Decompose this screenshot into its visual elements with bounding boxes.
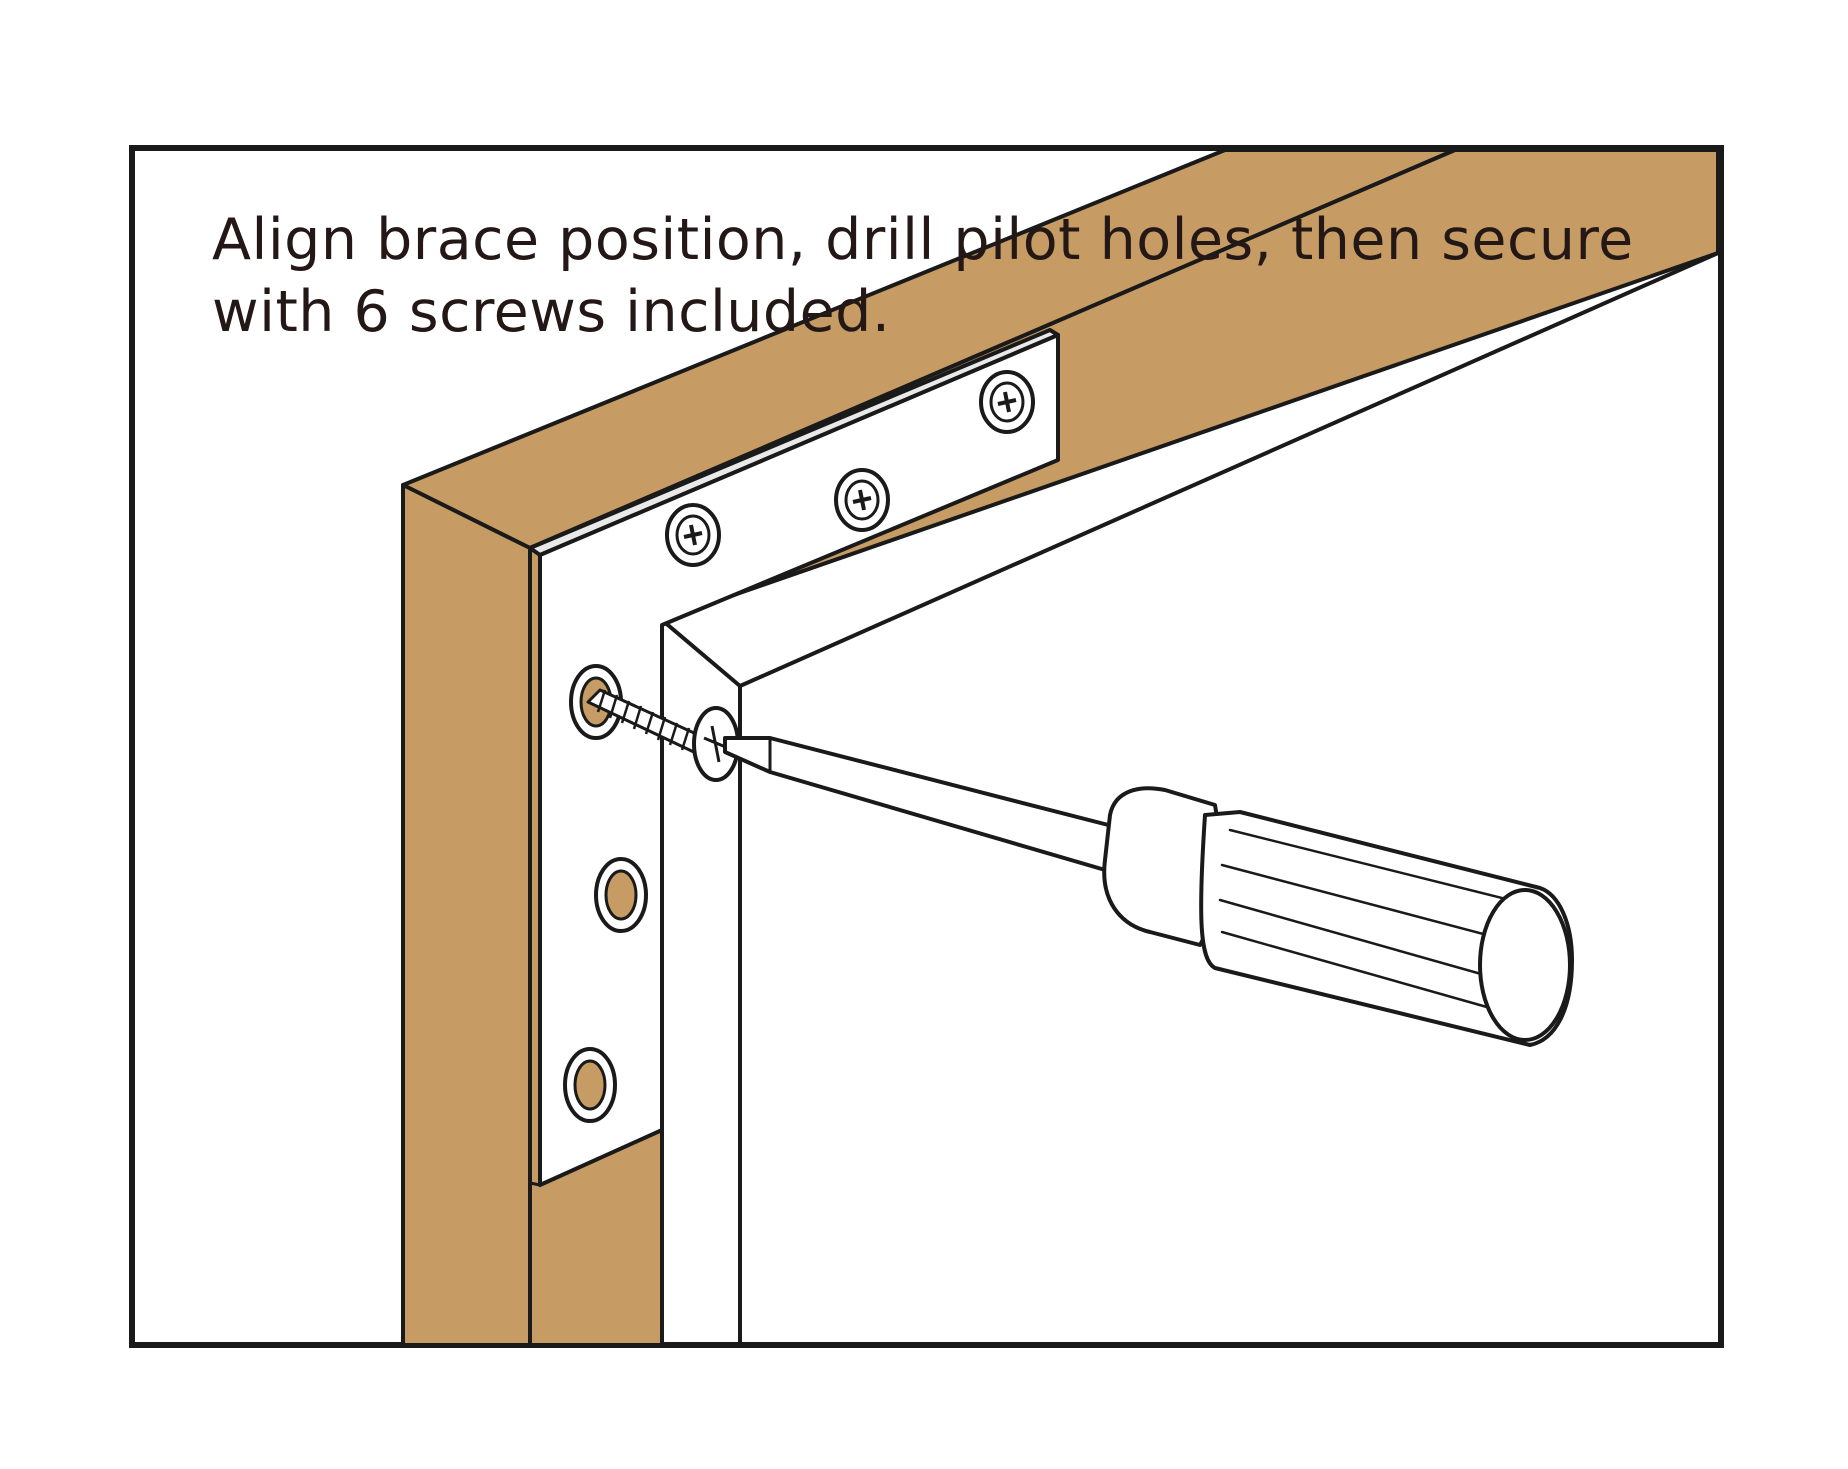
instruction-line-2: with 6 screws included. xyxy=(212,279,891,345)
left-leg-side-face xyxy=(401,483,532,1347)
instruction-line-1: Align brace position, drill pilot holes,… xyxy=(212,207,1634,273)
brace-hole-3 xyxy=(563,1047,617,1123)
phillips-screw-2 xyxy=(834,468,890,532)
screwdriver xyxy=(723,736,1574,1047)
screwdriver-handle xyxy=(1199,810,1574,1047)
brace-hole-2 xyxy=(594,857,648,933)
phillips-screw-3 xyxy=(979,370,1035,434)
driven-screw xyxy=(586,688,740,782)
phillips-screw-1 xyxy=(665,503,721,567)
screwdriver-end-cap xyxy=(1478,888,1572,1042)
instruction-caption: Align brace position, drill pilot holes,… xyxy=(212,204,1634,348)
